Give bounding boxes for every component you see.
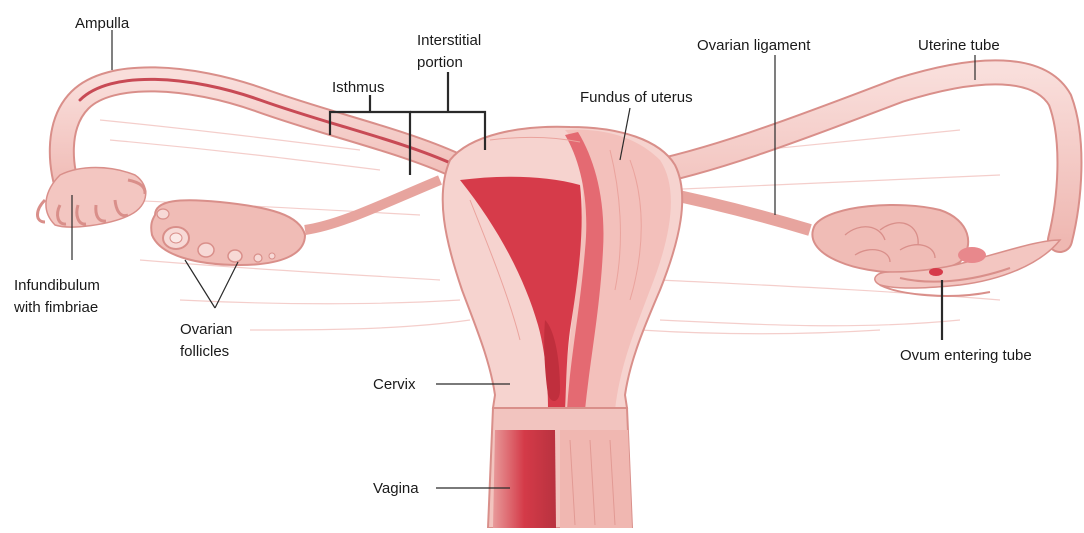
left-ovary [151,180,440,265]
label-cervix: Cervix [373,376,416,393]
label-infundibulum-line1: Infundibulum [14,277,100,294]
label-isthmus: Isthmus [332,79,385,96]
label-ovum-entering: Ovum entering tube [900,347,1032,364]
label-infundibulum-line2: with fimbriae [13,299,98,316]
label-fundus: Fundus of uterus [580,89,693,106]
label-interstitial-line2: portion [417,54,463,71]
label-ampulla: Ampulla [75,15,130,32]
label-follicles-line2: follicles [180,343,229,360]
vagina [488,408,632,528]
label-interstitial-line1: Interstitial [417,32,481,49]
right-ovary [650,190,1060,296]
label-uterine-tube: Uterine tube [918,37,1000,54]
label-vagina: Vagina [373,480,419,497]
label-follicles-line1: Ovarian [180,321,233,338]
uterus-body [443,127,683,410]
label-ovarian-ligament: Ovarian ligament [697,37,811,54]
